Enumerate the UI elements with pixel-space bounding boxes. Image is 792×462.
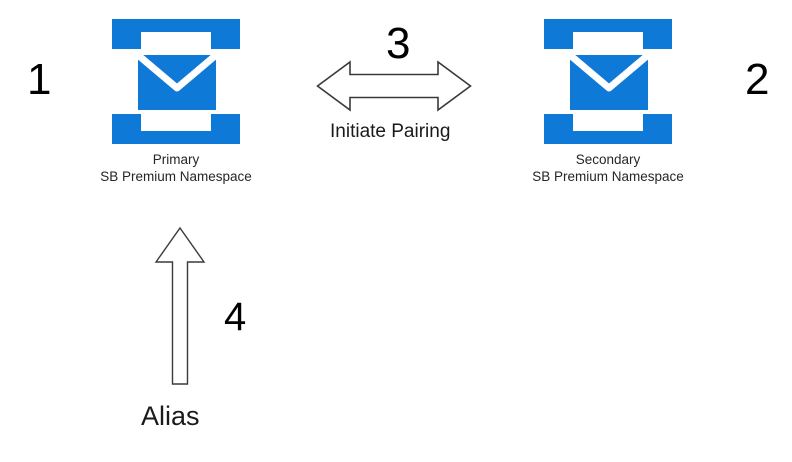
node-primary-label: Primary SB Premium Namespace — [76, 151, 276, 185]
connector-alias-caption: Alias — [141, 401, 200, 431]
node-secondary-label: Secondary SB Premium Namespace — [508, 151, 708, 185]
node-secondary-role: Secondary — [575, 152, 641, 167]
connector-pairing-caption: Initiate Pairing — [330, 121, 451, 142]
node-primary-role: Primary — [152, 152, 200, 167]
service-bus-namespace-icon — [544, 19, 672, 144]
bracket-bottom — [544, 114, 672, 144]
step-number-1: 1 — [27, 55, 52, 104]
bracket-top — [112, 19, 240, 49]
node-secondary-type: SB Premium Namespace — [532, 169, 684, 184]
envelope-icon — [138, 55, 216, 110]
node-primary[interactable]: Primary SB Premium Namespace — [76, 19, 276, 185]
double-headed-arrow-icon — [316, 60, 472, 112]
bracket-top — [544, 19, 672, 49]
node-primary-type: SB Premium Namespace — [100, 169, 252, 184]
bracket-bottom — [112, 114, 240, 144]
envelope-icon — [570, 55, 648, 110]
step-number-4: 4 — [224, 295, 247, 339]
step-number-2: 2 — [745, 55, 770, 104]
node-secondary[interactable]: Secondary SB Premium Namespace — [508, 19, 708, 185]
up-arrow-icon — [150, 226, 210, 386]
service-bus-namespace-icon — [112, 19, 240, 144]
step-number-3: 3 — [386, 19, 411, 68]
